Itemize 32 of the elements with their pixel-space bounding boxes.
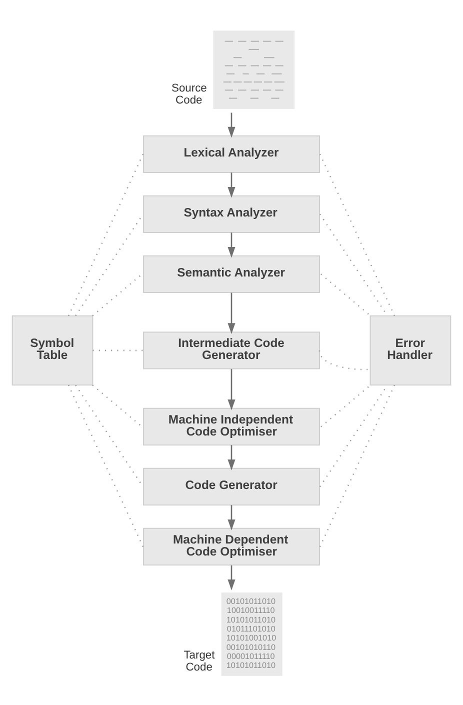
arrow [228,112,236,138]
arrow [228,292,236,334]
arrow [228,444,236,470]
arrow [228,172,236,198]
node-box: Lexical Analyzer [143,134,320,172]
arrow [228,232,236,258]
node-box: Machine Independent Code Optimiser [143,407,320,446]
node-box [213,30,295,108]
connector [92,273,142,316]
connector [68,384,144,546]
arrow [228,368,236,410]
node-box: Code Generator [143,467,320,506]
node-box: Syntax Analyzer [143,194,320,232]
connector [319,384,396,546]
node-label: Target Code [184,648,215,674]
node-box: Semantic Analyzer [143,254,320,292]
node-label: Source Code [172,82,207,106]
node-box: Symbol Table [12,314,94,386]
node-box: 00101011010 10010011110 10101011010 01011101010 10101001010 00101010110 00001011110 10101011010 [221,592,282,676]
connector [68,153,144,316]
arrow [228,564,236,590]
arrow [228,504,236,530]
connector [92,384,142,427]
connector [319,153,396,316]
connector [320,273,371,316]
node-box: Machine Dependent Code Optimiser [143,527,320,566]
connector [319,213,388,316]
connector [320,384,371,427]
connector [319,384,388,487]
node-box: Error Handler [370,314,452,386]
connector [318,350,370,370]
node-box: Intermediate Code Generator [143,331,320,369]
